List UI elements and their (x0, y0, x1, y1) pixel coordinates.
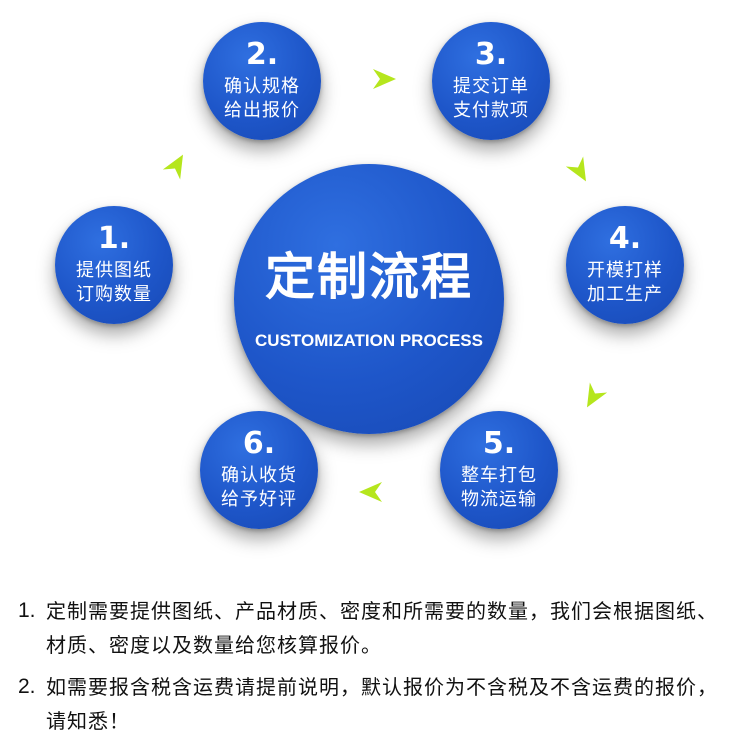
step-label-line2: 给出报价 (224, 100, 300, 121)
note-index: 2. (18, 675, 36, 698)
notes-section: 1. 定制需要提供图纸、产品材质、密度和所需要的数量，我们会根据图纸、材质、密度… (18, 594, 734, 746)
step-label-line2: 给予好评 (221, 489, 297, 510)
center-subtitle: CUSTOMIZATION PROCESS (255, 331, 483, 350)
step-label-line1: 提供图纸 (76, 260, 152, 281)
step-label-line1: 开模打样 (587, 260, 663, 281)
step-4-circle: 4. 开模打样 加工生产 (566, 206, 684, 324)
note-index: 1. (18, 599, 36, 622)
chevron-arrow-icon (356, 477, 386, 507)
step-5-circle: 5. 整车打包 物流运输 (440, 411, 558, 529)
center-title: 定制流程 (265, 248, 473, 306)
step-number: 4. (608, 221, 642, 256)
step-label-line1: 确认收货 (221, 465, 297, 486)
step-label-line1: 提交订单 (453, 76, 529, 97)
step-label-line2: 支付款项 (453, 100, 529, 121)
step-number: 6. (242, 426, 276, 461)
chevron-arrow-icon (560, 151, 601, 192)
process-diagram: 定制流程 CUSTOMIZATION PROCESS 1. 提供图纸 订购数量 … (55, 22, 684, 529)
chevron-arrow-icon (369, 64, 399, 94)
note-text: 如需要报含税含运费请提前说明，默认报价为不含税及不含运费的报价，请知悉！ (46, 675, 718, 733)
step-label-line1: 整车打包 (461, 465, 537, 486)
step-2-circle: 2. 确认规格 给出报价 (203, 22, 321, 140)
step-label-line1: 确认规格 (224, 76, 300, 97)
step-number: 5. (482, 426, 516, 461)
step-label-line2: 物流运输 (461, 489, 537, 510)
note-text: 定制需要提供图纸、产品材质、密度和所需要的数量，我们会根据图纸、材质、密度以及数… (46, 599, 718, 657)
step-label-line2: 订购数量 (76, 284, 152, 305)
step-label-line2: 加工生产 (587, 284, 663, 305)
step-number: 1. (97, 221, 131, 256)
chevron-arrow-icon (573, 377, 614, 418)
center-circle: 定制流程 CUSTOMIZATION PROCESS (234, 164, 504, 434)
step-number: 2. (245, 37, 279, 72)
note-item: 2. 如需要报含税含运费请提前说明，默认报价为不含税及不含运费的报价，请知悉！ (18, 670, 734, 738)
step-3-circle: 3. 提交订单 支付款项 (432, 22, 550, 140)
step-1-circle: 1. 提供图纸 订购数量 (55, 206, 173, 324)
note-item: 1. 定制需要提供图纸、产品材质、密度和所需要的数量，我们会根据图纸、材质、密度… (18, 594, 734, 662)
chevron-arrow-icon (157, 145, 198, 186)
step-6-circle: 6. 确认收货 给予好评 (200, 411, 318, 529)
step-number: 3. (474, 37, 508, 72)
